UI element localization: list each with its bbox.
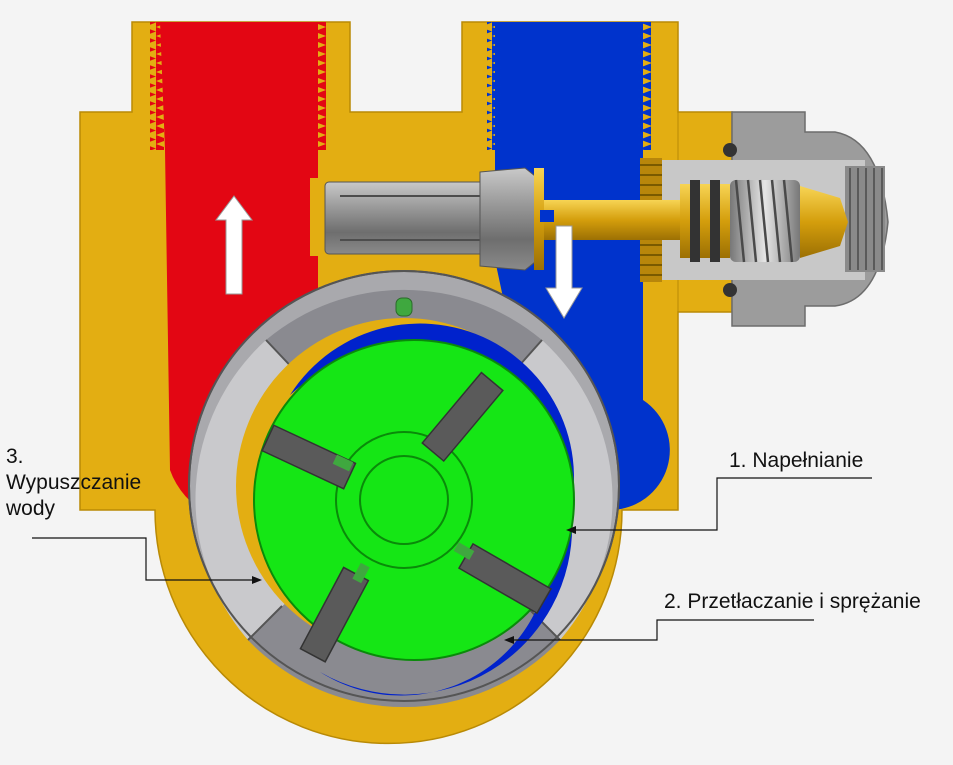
piston [310, 167, 554, 271]
vane-upper-right [421, 371, 504, 463]
stage-3-label: 3. Wypuszczanie wody [6, 444, 176, 522]
stage-3-line1: Wypuszczanie [6, 471, 142, 494]
rotor [253, 339, 575, 661]
vanes [261, 371, 552, 663]
leader-lines [32, 477, 872, 641]
stage-2-label: 2. Przetłaczanie i sprężanie [664, 590, 921, 613]
leader-stage-1 [572, 477, 872, 531]
stage-3-line2: wody [6, 497, 56, 520]
stage-1-label: 1. Napełnianie [729, 449, 864, 472]
leader-arrow-3 [252, 576, 262, 584]
leader-arrow-2 [504, 636, 514, 644]
stage-3-number: 3. [6, 445, 24, 468]
vane-upper-left [261, 424, 357, 490]
pressure-valve [540, 111, 889, 327]
arrow-up-icon [215, 195, 253, 295]
leader-arrow-1 [566, 526, 576, 534]
arrow-down-icon [545, 225, 583, 319]
leader-stage-2 [510, 619, 814, 641]
leader-stage-3 [32, 537, 256, 581]
